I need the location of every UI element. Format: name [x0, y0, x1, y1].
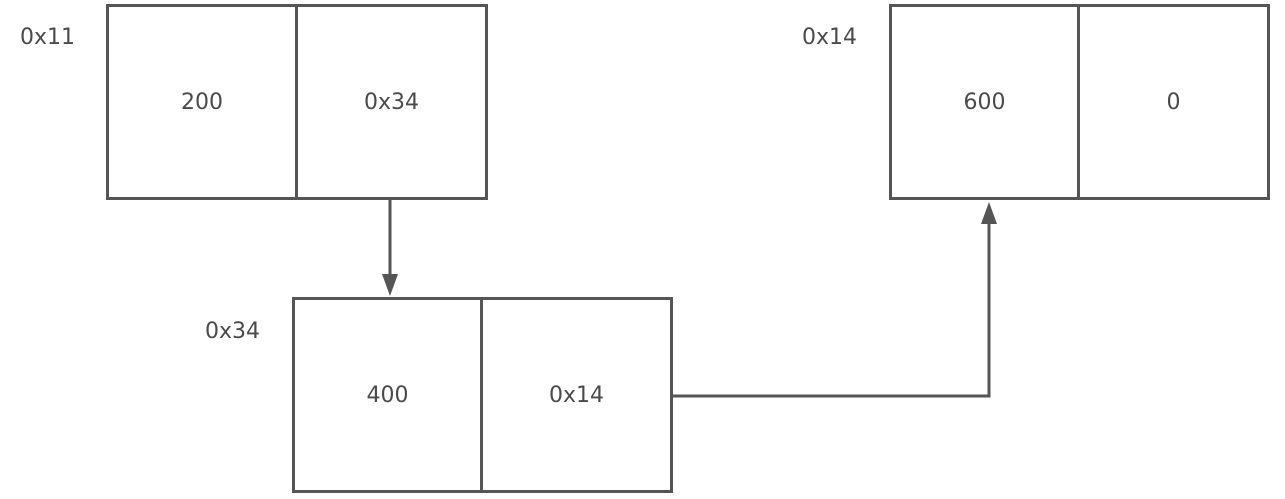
- node-1-next-cell: 0x34: [363, 89, 419, 115]
- node-3: 600 0: [889, 4, 1270, 200]
- arrow-node-2-to-node-3: [673, 202, 997, 398]
- node-2: 400 0x14: [292, 297, 673, 493]
- node-2-next-cell: 0x14: [548, 382, 604, 408]
- node-3-next-cell: 0: [1166, 89, 1181, 115]
- node-1: 200 0x34: [106, 4, 488, 200]
- node-2-value-cell: 400: [295, 300, 483, 490]
- arrow-node-1-to-node-2: [382, 200, 398, 296]
- node-3-address-label: 0x14: [802, 25, 858, 50]
- node-1-value-cell: 200: [109, 7, 298, 197]
- node-2-address-label: 0x34: [205, 319, 261, 344]
- node-1-address-label: 0x11: [20, 25, 76, 50]
- node-3-value-cell: 600: [892, 7, 1080, 197]
